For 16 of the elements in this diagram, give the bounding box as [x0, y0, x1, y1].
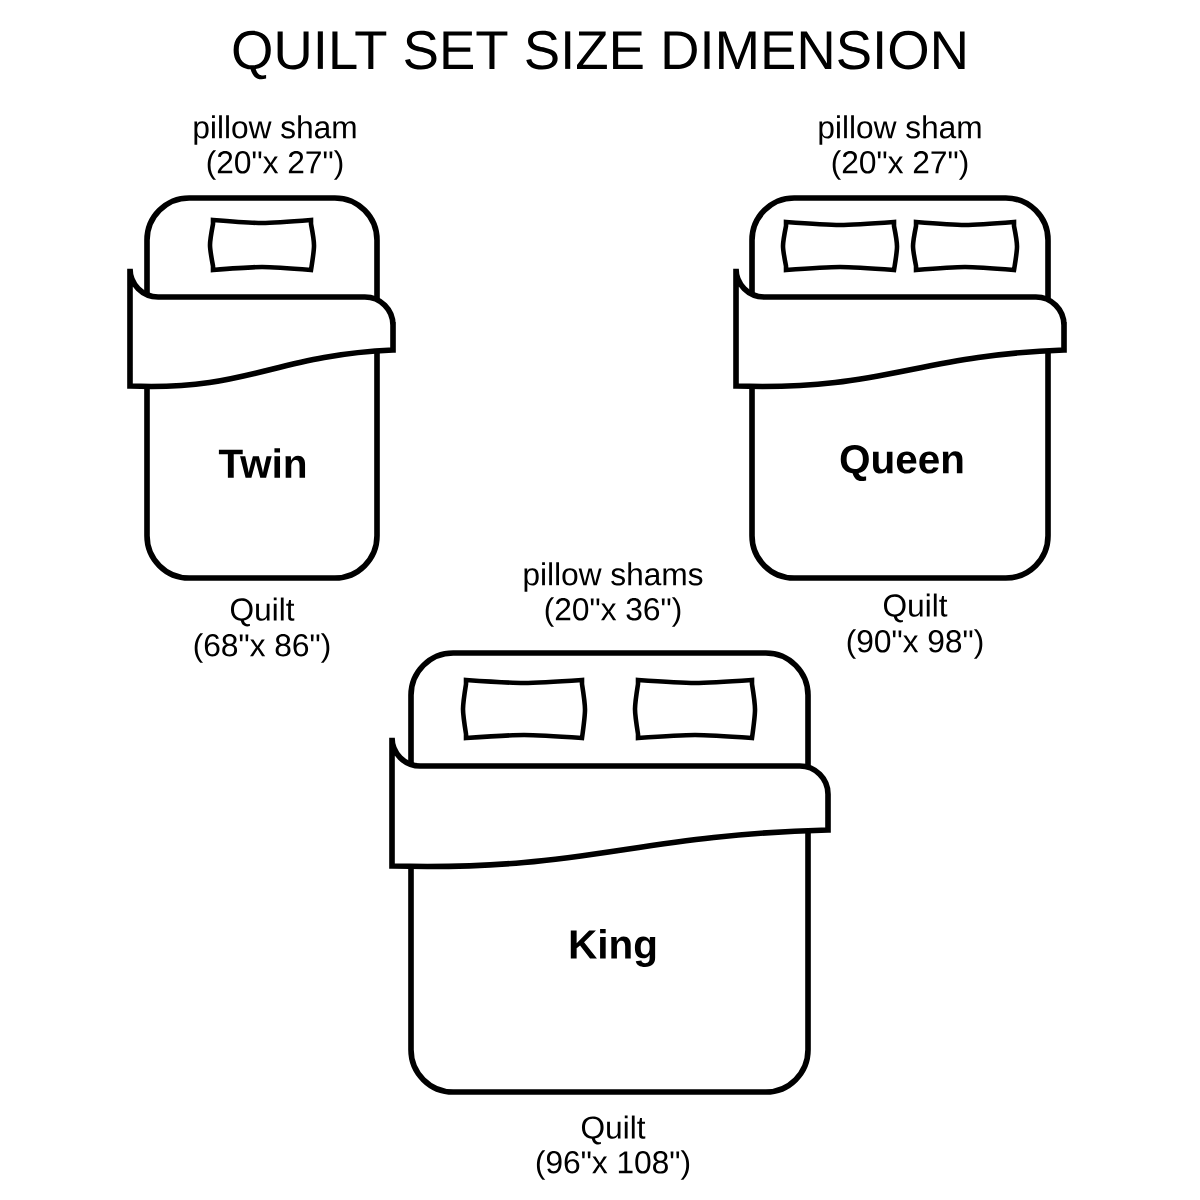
- size-label: pillow sham: [819, 115, 981, 145]
- size-label: (20"x 27"): [832, 150, 968, 180]
- bed-label: Twin: [218, 448, 306, 478]
- size-label: (68"x 86"): [194, 633, 330, 663]
- title: QUILT SET SIZE DIMENSION: [233, 30, 965, 80]
- size-label: pillow shams: [524, 562, 703, 592]
- bed-label: Queen: [840, 444, 963, 482]
- size-label: (90"x 98"): [847, 629, 983, 659]
- size-label: (20"x 27"): [207, 150, 343, 180]
- size-label: (96"x 108"): [536, 1150, 690, 1180]
- size-label: Quilt: [883, 593, 948, 623]
- size-label: (20"x 36"): [545, 597, 681, 627]
- size-label: Quilt: [230, 597, 295, 627]
- size-label: pillow sham: [194, 115, 356, 145]
- bed-label: King: [570, 929, 656, 967]
- size-label: Quilt: [581, 1115, 646, 1145]
